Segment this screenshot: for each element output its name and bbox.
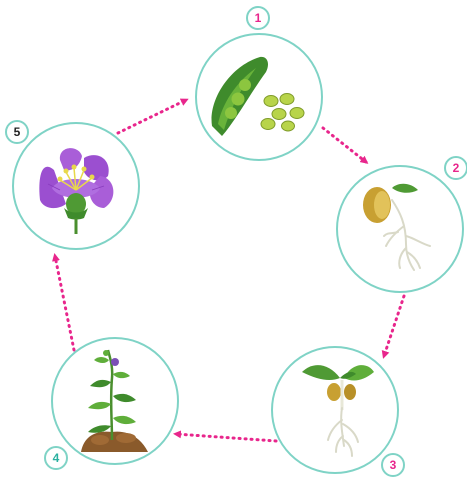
- arrow-3-to-4: [176, 434, 276, 441]
- stage-1-number: 1: [255, 11, 262, 25]
- stage-5-number: 5: [14, 125, 21, 139]
- stage-2: 2: [337, 157, 467, 292]
- stage-3-number: 3: [390, 458, 397, 472]
- stage-5: 5: [6, 121, 139, 249]
- arrow-4-to-5: [55, 256, 74, 350]
- arrow-5-to-1: [118, 100, 186, 133]
- stage-2-number: 2: [453, 161, 460, 175]
- stage-1-ring: [196, 34, 322, 160]
- stage-4-number: 4: [53, 451, 60, 465]
- stage-4: 4: [45, 338, 178, 469]
- stage-3: 3: [272, 347, 404, 476]
- stage-1: 1: [196, 7, 322, 160]
- stage-3-ring: [272, 347, 398, 473]
- arrow-1-to-2: [323, 128, 366, 162]
- arrow-2-to-3: [384, 296, 404, 356]
